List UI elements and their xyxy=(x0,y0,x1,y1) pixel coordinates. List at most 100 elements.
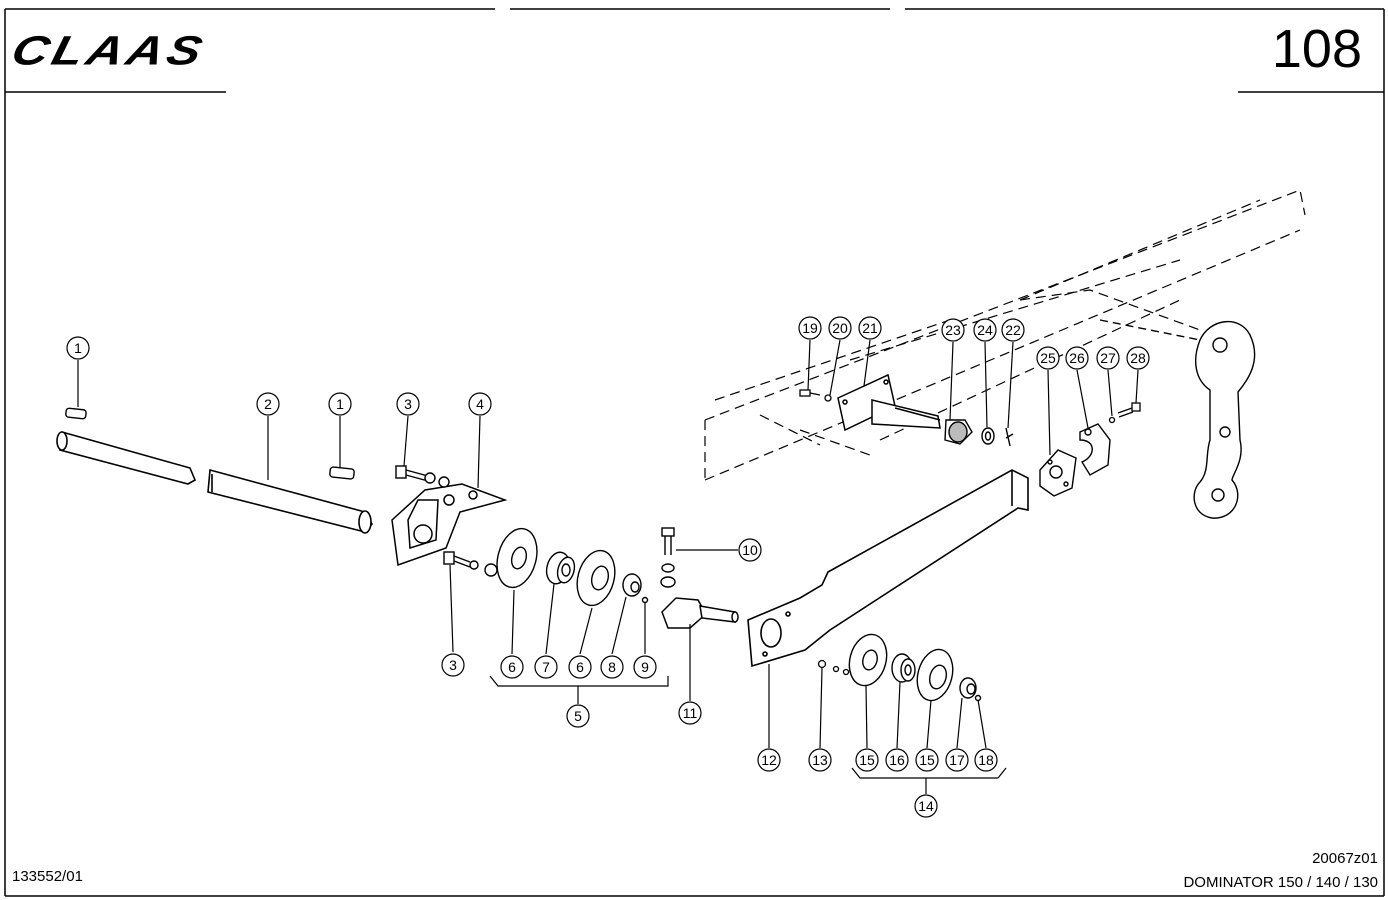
svg-text:1: 1 xyxy=(74,340,82,356)
callout-bubble: 27 xyxy=(1096,346,1120,370)
callout-bubble: 16 xyxy=(885,748,909,772)
callout-bubble: 9 xyxy=(633,655,657,679)
callout-bubble: 21 xyxy=(858,316,882,340)
svg-text:19: 19 xyxy=(802,320,818,336)
svg-text:2: 2 xyxy=(264,396,272,412)
svg-text:6: 6 xyxy=(576,659,584,675)
callout-bubble: 17 xyxy=(945,748,969,772)
svg-text:15: 15 xyxy=(859,752,875,768)
callout-bubble: 12 xyxy=(757,748,781,772)
callout-bubble: 5 xyxy=(566,704,590,728)
svg-text:3: 3 xyxy=(404,396,412,412)
part-bolt-3-lower xyxy=(443,551,498,577)
callout-bubble: 19 xyxy=(798,316,822,340)
part-ring-17 xyxy=(959,677,982,702)
callout-bubble: 28 xyxy=(1126,346,1150,370)
brand-logo: CLAAS xyxy=(7,27,211,74)
callout-bubble: 15 xyxy=(915,748,939,772)
part-bolt-10 xyxy=(660,527,676,588)
part-shaft-left xyxy=(56,430,197,485)
part-screw-28 xyxy=(1108,402,1141,424)
part-clamp-26 xyxy=(1079,423,1111,476)
callout-bubble: 1 xyxy=(328,392,352,416)
svg-text:17: 17 xyxy=(949,752,965,768)
part-bearing-16 xyxy=(891,653,916,683)
callout-bubble: 11 xyxy=(678,701,702,725)
callout-bubble: 23 xyxy=(941,318,965,342)
svg-text:4: 4 xyxy=(476,396,484,412)
callout-bubble: 26 xyxy=(1065,346,1089,370)
svg-text:8: 8 xyxy=(608,659,616,675)
svg-text:16: 16 xyxy=(889,752,905,768)
model-designation: DOMINATOR 150 / 140 / 130 xyxy=(1183,874,1378,891)
callout-bubbles: 1 2 1 3 4 3 6 7 6 8 9 5 10 11 12 13 15 1… xyxy=(66,316,1150,818)
part-screw-19 xyxy=(799,389,832,402)
callout-bubble: 7 xyxy=(534,655,558,679)
callout-bubble: 6 xyxy=(500,655,524,679)
svg-text:12: 12 xyxy=(761,752,777,768)
part-flange-15a xyxy=(848,633,888,687)
callout-bubble: 13 xyxy=(808,748,832,772)
svg-text:14: 14 xyxy=(918,798,934,814)
callout-bubble: 15 xyxy=(855,748,879,772)
part-shaft-2 xyxy=(207,468,373,534)
callout-bubble: 14 xyxy=(914,794,938,818)
svg-text:21: 21 xyxy=(862,320,878,336)
callout-bubble: 6 xyxy=(568,655,592,679)
callout-bubble: 1 xyxy=(66,336,90,360)
drawing-id: 20067z01 xyxy=(1312,850,1378,867)
part-key-1b xyxy=(329,466,355,480)
svg-text:22: 22 xyxy=(1005,322,1021,338)
part-flange-15b xyxy=(916,648,954,702)
svg-text:23: 23 xyxy=(945,322,961,338)
svg-text:27: 27 xyxy=(1100,350,1116,366)
svg-text:26: 26 xyxy=(1069,350,1085,366)
part-arm-12 xyxy=(747,469,1029,668)
part-joint-11 xyxy=(661,597,739,629)
sheet-frame xyxy=(4,8,1385,897)
svg-text:24: 24 xyxy=(977,322,993,338)
svg-text:7: 7 xyxy=(542,659,550,675)
svg-text:20: 20 xyxy=(832,320,848,336)
svg-text:11: 11 xyxy=(683,705,698,721)
document-id: 133552/01 xyxy=(12,868,83,885)
svg-text:5: 5 xyxy=(574,708,582,724)
callout-bubble: 20 xyxy=(828,316,852,340)
svg-text:1: 1 xyxy=(336,396,344,412)
part-key-1a xyxy=(65,407,87,420)
part-ring-24 xyxy=(981,427,1014,447)
svg-text:6: 6 xyxy=(508,659,516,675)
svg-text:9: 9 xyxy=(641,659,649,675)
callout-bubble: 3 xyxy=(396,392,420,416)
right-linkage-arm xyxy=(1099,319,1256,519)
callout-bubble: 4 xyxy=(468,392,492,416)
callout-bubble: 3 xyxy=(441,653,465,677)
part-bolt-3-upper xyxy=(395,465,450,488)
svg-text:13: 13 xyxy=(812,752,828,768)
callout-bubble: 2 xyxy=(256,392,280,416)
part-hub-21 xyxy=(837,373,941,432)
part-flange-6b xyxy=(576,549,616,607)
page-number: 108 xyxy=(1271,19,1362,79)
part-bearing-23 xyxy=(944,419,973,445)
part-bearing-7 xyxy=(545,551,576,585)
part-bracket-4 xyxy=(391,483,508,567)
part-flange-6a xyxy=(496,527,538,589)
callout-bubble: 22 xyxy=(1001,318,1025,342)
callout-bubble: 25 xyxy=(1036,346,1060,370)
svg-text:28: 28 xyxy=(1130,350,1146,366)
callout-bubble: 10 xyxy=(738,538,762,562)
svg-text:10: 10 xyxy=(742,542,758,558)
callout-bubble: 18 xyxy=(974,748,998,772)
svg-text:15: 15 xyxy=(919,752,935,768)
svg-text:3: 3 xyxy=(449,657,457,673)
part-screw-13 xyxy=(817,659,850,676)
part-ring-8 xyxy=(622,573,649,604)
callout-bubble: 24 xyxy=(973,318,997,342)
callout-bubble: 8 xyxy=(600,655,624,679)
svg-text:25: 25 xyxy=(1040,350,1056,366)
svg-text:18: 18 xyxy=(978,752,994,768)
part-bracket-25 xyxy=(1039,449,1077,497)
